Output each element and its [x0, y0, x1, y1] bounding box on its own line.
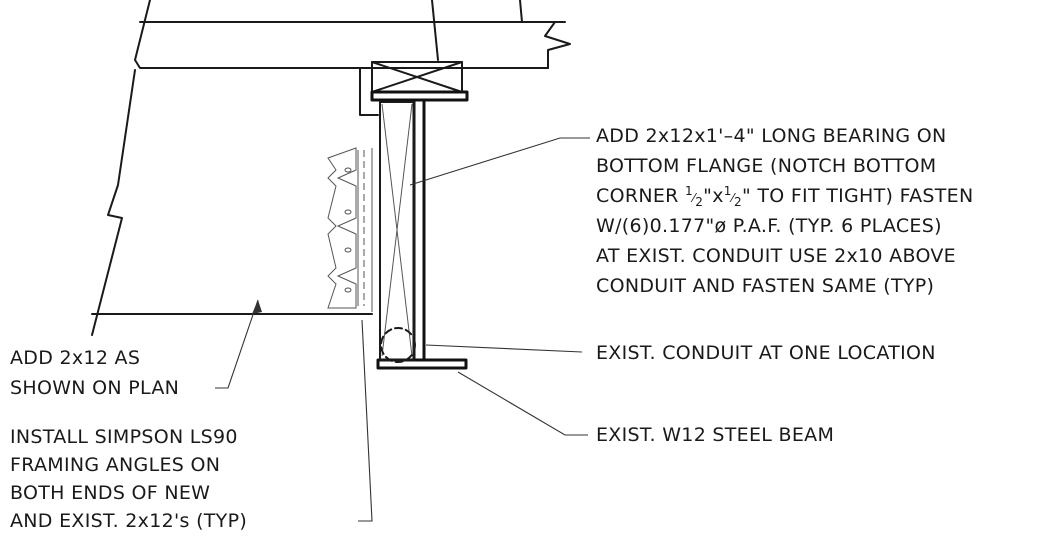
- bearing-note-line-1: ADD 2x12x1'–4" LONG BEARING ON: [596, 125, 947, 147]
- fraction-numerator-1: 1: [685, 184, 693, 198]
- bearing-note-line-4: W/(6)0.177"ø P.A.F. (TYP. 6 PLACES): [596, 215, 942, 237]
- bearing-note-line-3-end: " TO FIT TIGHT) FASTEN: [742, 185, 974, 207]
- conduit-note: EXIST. CONDUIT AT ONE LOCATION: [596, 342, 936, 364]
- fraction-denominator-2: 2: [734, 195, 742, 209]
- fraction-denominator-1: 2: [695, 195, 703, 209]
- bearing-note-line-2: BOTTOM FLANGE (NOTCH BOTTOM: [596, 155, 937, 177]
- bearing-note-line-5: AT EXIST. CONDUIT USE 2x10 ABOVE: [596, 245, 956, 267]
- simpson-note-line-4: AND EXIST. 2x12's (TYP): [10, 510, 247, 532]
- steel-beam: [370, 90, 469, 370]
- top-blocking: [359, 61, 463, 116]
- fraction-numerator-2: 1: [724, 184, 732, 198]
- leader-lines: [215, 137, 590, 522]
- simpson-note-line-2: FRAMING ANGLES ON: [10, 454, 220, 476]
- simpson-note-line-3: BOTH ENDS OF NEW: [10, 482, 210, 504]
- simpson-note-line-1: INSTALL SIMPSON LS90: [10, 426, 238, 448]
- simpson-ls90-angle: [327, 147, 373, 312]
- beam-note: EXIST. W12 STEEL BEAM: [596, 424, 834, 446]
- joist-2x12: [91, 69, 373, 336]
- add-2x12-note-line-2: SHOWN ON PLAN: [10, 377, 179, 399]
- bearing-note-line-6: CONDUIT AND FASTEN SAME (TYP): [596, 275, 934, 297]
- bearing-block: [379, 101, 416, 363]
- bearing-note-line-3: CORNER 1⁄2"x1⁄2" TO FIT TIGHT) FASTEN: [596, 184, 973, 209]
- fraction-separator: "x: [703, 185, 724, 207]
- bearing-note-line-3-start: CORNER: [596, 185, 685, 207]
- add-2x12-note-line-1: ADD 2x12 AS: [10, 347, 140, 369]
- top-joist: [134, 0, 571, 69]
